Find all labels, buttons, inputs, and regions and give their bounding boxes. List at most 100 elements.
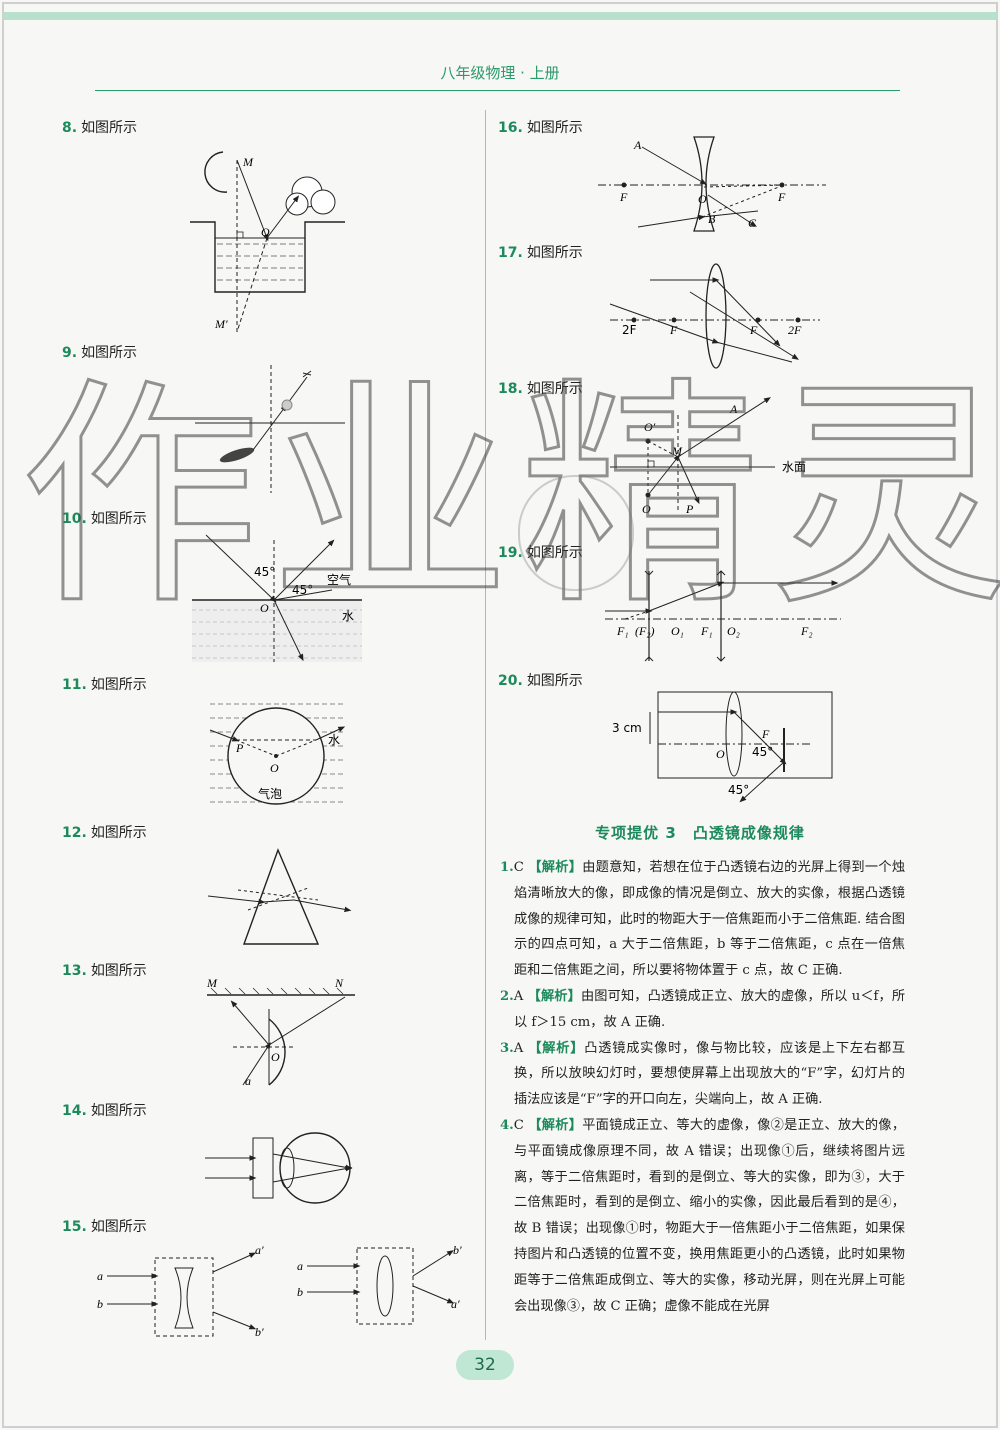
svg-text:M: M: [671, 444, 683, 458]
svg-text:45°: 45°: [292, 583, 313, 597]
svg-text:O₁: O₁: [671, 624, 684, 638]
svg-text:45°: 45°: [752, 745, 773, 759]
page-number: 32: [456, 1350, 514, 1380]
figure-12-prism: [207, 848, 352, 945]
figure-item-9: 9.如图所示: [62, 345, 138, 361]
answers-list: 1.C 【解析】由题意知，若想在位于凸透镜右边的光屏上得到一个烛焰清晰放大的像，…: [500, 855, 905, 1319]
svg-text:A: A: [729, 402, 738, 416]
svg-text:O: O: [698, 192, 707, 206]
dragonfly-icon: [302, 370, 312, 378]
convex-lens: [725, 691, 743, 777]
box-concave: [154, 1257, 214, 1337]
svg-text:M: M: [242, 155, 254, 169]
svg-text:空气: 空气: [327, 572, 351, 587]
svg-text:O: O: [642, 502, 651, 516]
svg-text:O: O: [716, 747, 725, 761]
answer-item: 3.A 【解析】凸透镜成实像时，像与物比较，应该是上下左右都互换，所以放映幻灯时…: [500, 1040, 906, 1108]
svg-text:a′: a′: [451, 1297, 460, 1311]
figure-13-mirror-semicircle: M N O a: [206, 976, 355, 1088]
eyeball: [279, 1132, 351, 1204]
svg-text:F: F: [669, 323, 678, 337]
figure-18-water-surface: A O′ M 水面 O P: [610, 397, 806, 516]
svg-text:a: a: [297, 1259, 303, 1273]
figure-17-convex-lens: 2F F F 2F: [609, 263, 820, 369]
svg-text:P: P: [235, 741, 244, 755]
svg-text:45°: 45°: [728, 783, 749, 797]
svg-text:气泡: 气泡: [258, 786, 282, 801]
water-tank: [190, 221, 345, 293]
figure-9-refraction-fish: [195, 365, 345, 493]
figure-20-lens-mirror: 3 cm F O 45° 45°: [612, 691, 833, 803]
figure-10-reflection-refraction: 45° 45° 空气 水 O: [192, 534, 362, 662]
svg-text:3 cm: 3 cm: [612, 721, 642, 735]
figure-item-17: 17.如图所示: [498, 245, 583, 261]
svg-text:2F: 2F: [788, 323, 802, 337]
answer-item: 4.C 【解析】平面镜成正立、等大的虚像，像②是正立、放大的像，与平面镜成像原理…: [500, 1117, 906, 1314]
svg-text:b: b: [297, 1285, 303, 1299]
svg-text:B: B: [708, 212, 716, 226]
svg-text:b: b: [97, 1297, 103, 1311]
figure-item-12: 12.如图所示: [62, 825, 147, 841]
watermark-stamp: [518, 475, 634, 591]
svg-text:M: M: [206, 976, 218, 990]
svg-text:F: F: [777, 190, 786, 204]
svg-text:M′: M′: [214, 317, 228, 331]
svg-text:a: a: [97, 1269, 103, 1283]
svg-text:O: O: [260, 601, 269, 615]
svg-text:O: O: [270, 761, 279, 775]
figure-8-reflection-diagram: M O M′: [190, 151, 345, 333]
svg-text:F₁: F₁: [700, 624, 713, 638]
figure-item-18: 18.如图所示: [498, 381, 583, 397]
svg-text:F₂: F₂: [800, 624, 813, 638]
figure-item-14: 14.如图所示: [62, 1103, 147, 1119]
svg-text:O: O: [271, 1050, 280, 1064]
prism-triangle: [243, 848, 320, 945]
svg-text:P: P: [685, 502, 694, 516]
figure-11-air-bubble: P O 水 气泡: [209, 703, 346, 805]
concave-lens: [252, 1137, 274, 1199]
figure-14-eye-correction: [205, 1132, 353, 1204]
figure-item-15: 15.如图所示: [62, 1219, 147, 1235]
svg-text:C: C: [748, 216, 757, 230]
svg-text:a: a: [245, 1074, 251, 1088]
semicircle-glass: [268, 1018, 286, 1086]
figure-item-10: 10.如图所示: [62, 511, 147, 527]
svg-text:a′: a′: [255, 1243, 264, 1257]
figure-item-11: 11.如图所示: [62, 677, 147, 693]
svg-text:O₂: O₂: [727, 624, 740, 638]
monkey-icon: [285, 192, 309, 216]
svg-text:(F₂): (F₂): [635, 624, 655, 638]
svg-text:N: N: [334, 976, 344, 990]
running-header: 八年级物理 · 上册: [440, 64, 560, 82]
svg-text:F: F: [761, 727, 770, 741]
answer-item: 1.C 【解析】由题意知，若想在位于凸透镜右边的光屏上得到一个烛焰清晰放大的像，…: [500, 860, 906, 979]
header-rule: [95, 90, 900, 91]
svg-text:O′: O′: [644, 420, 656, 434]
box-convex: [356, 1247, 414, 1325]
svg-text:F₁: F₁: [616, 624, 629, 638]
figure-15-lens-boxes: a b a′ b′ a b b′ a′: [97, 1243, 462, 1339]
column-divider: [485, 110, 486, 1340]
svg-text:A: A: [633, 138, 642, 152]
section-title: 专项提优 3 凸透镜成像规律: [595, 824, 805, 842]
convex-lens: [705, 263, 727, 369]
svg-text:2F: 2F: [622, 323, 637, 337]
svg-text:b′: b′: [255, 1325, 264, 1339]
figure-16-concave-lens: A F O F B C: [598, 136, 826, 232]
moon-icon: [204, 151, 228, 193]
svg-text:45°: 45°: [254, 565, 275, 579]
answer-item: 2.A 【解析】由图可知，凸透镜成正立、放大的虚像，所以 u＜f，所以 f＞15…: [500, 988, 906, 1030]
svg-text:F: F: [749, 323, 758, 337]
figure-item-16: 16.如图所示: [498, 120, 583, 136]
svg-text:水面: 水面: [782, 460, 806, 474]
figure-item-20: 20.如图所示: [498, 673, 583, 689]
concave-lens: [693, 136, 715, 232]
svg-text:水: 水: [328, 733, 340, 747]
svg-text:O: O: [261, 225, 270, 239]
svg-text:b′: b′: [453, 1243, 462, 1257]
figure-19-two-lenses: F₁ (F₂) O₁ F₁ O₂ F₂: [605, 570, 841, 662]
figure-item-8: 8.如图所示: [62, 120, 138, 136]
svg-text:F: F: [619, 190, 628, 204]
figure-item-13: 13.如图所示: [62, 963, 147, 979]
